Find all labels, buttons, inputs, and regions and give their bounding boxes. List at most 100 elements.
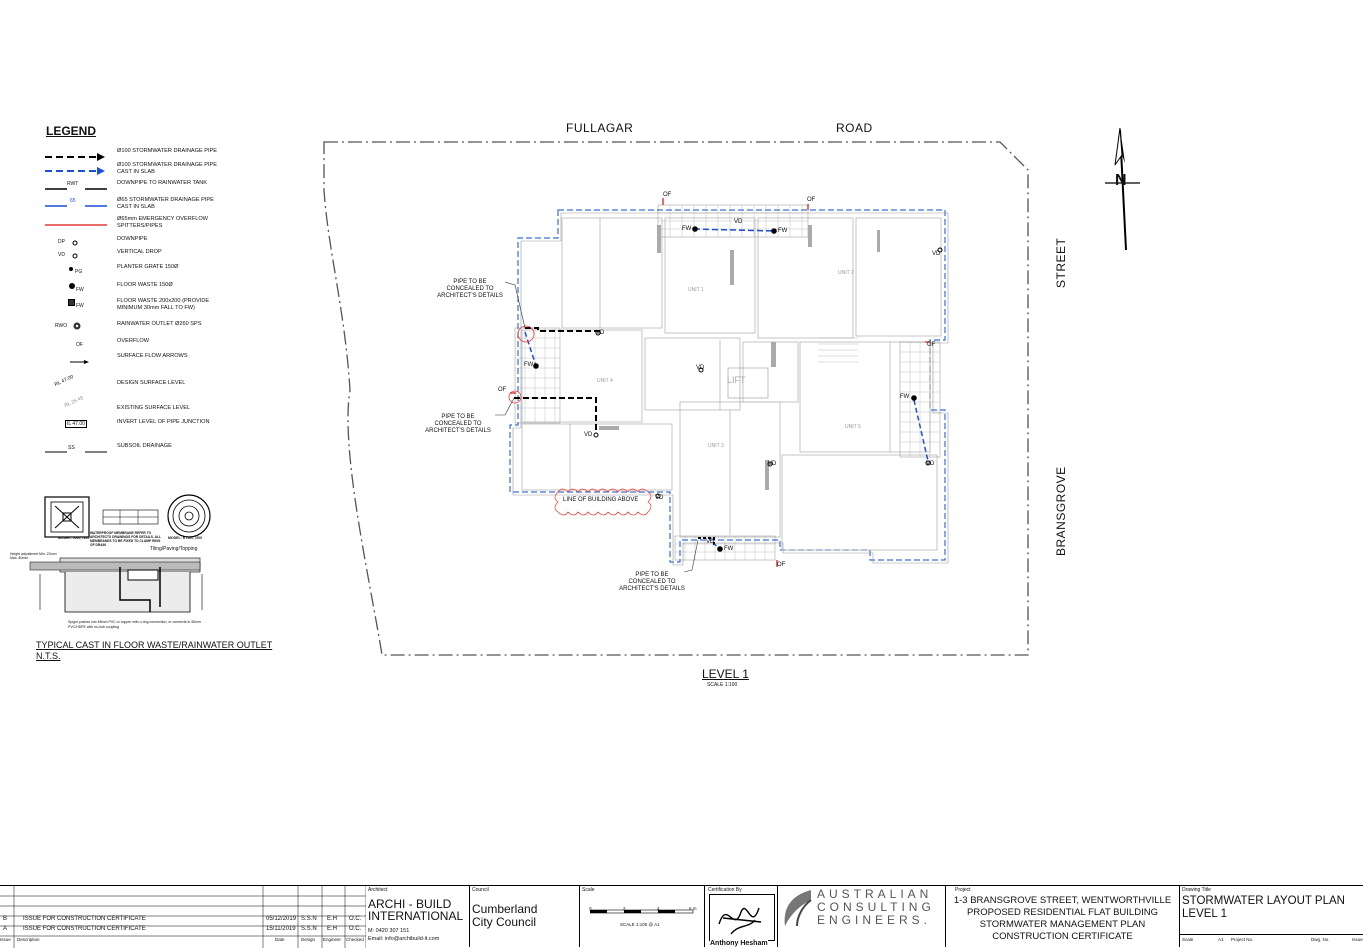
of-label: OF <box>807 197 816 203</box>
of-label: OF <box>498 387 507 393</box>
unit-label: UNIT 5 <box>845 424 861 430</box>
legend-item: VD VERTICAL DROP <box>40 249 270 267</box>
rainwater-outlet-icon <box>73 322 81 330</box>
height-note: Height adjustment Min. 22mm Max. 80mm <box>10 552 57 560</box>
rev-description: ISSUE FOR CONSTRUCTION CERTIFICATE <box>23 916 146 922</box>
firm-name: ENGINEERS. <box>817 913 932 927</box>
architect-name: ARCHI - BUILD <box>368 897 452 911</box>
legend-label: RAINWATER OUTLET Ø260 SPS <box>117 321 202 327</box>
legend-item: RL 25.45 EXISTING SURFACE LEVEL <box>40 395 270 423</box>
fw-label: FW <box>724 546 734 552</box>
legend-tag: FW <box>76 303 84 309</box>
street-name: FULLAGAR <box>566 121 634 135</box>
subsoil-line-icon <box>45 451 107 453</box>
north-arrow-icon <box>1105 127 1140 251</box>
pipe-note: PIPE TO BE CONCEALED TO ARCHITECT'S DETA… <box>619 572 685 592</box>
legend-label: FLOOR WASTE 200x200 (PROVIDE MINIMUM 30m… <box>117 298 210 311</box>
legend-item: Ø100 STORMWATER DRAINAGE PIPE CAST IN SL… <box>40 162 270 180</box>
scale-tick: 0 <box>589 906 592 911</box>
pipe-note: PIPE TO BE CONCEALED TO ARCHITECT'S DETA… <box>425 414 491 434</box>
legend-tag: VD <box>58 252 65 258</box>
legend-item: RL 47.00 DESIGN SURFACE LEVEL <box>40 374 270 398</box>
rev-date: 05/12/2019 <box>266 916 297 922</box>
architect-phone: M: 0420 307 151 <box>368 928 410 934</box>
legend-tag: OF <box>76 342 83 348</box>
model-label: MODEL: 0000_/200 <box>58 536 90 540</box>
drawing-title: STORMWATER LAYOUT PLAN <box>1182 895 1345 907</box>
building-above-label: LINE OF BUILDING ABOVE <box>563 497 639 503</box>
rev-header: Engineer <box>323 937 342 942</box>
of-label: OF <box>777 562 786 568</box>
footer-label: Project No. <box>1231 937 1254 942</box>
legend-tag: 65 <box>70 198 76 204</box>
legend-label: Ø65mm EMERGENCY OVERFLOW SPITTERS/PIPES <box>117 216 208 229</box>
drawing-title-label: Drawing Title <box>1182 887 1211 893</box>
rev-checked: O.C. <box>349 926 362 932</box>
detail-scale: N.T.S. <box>36 651 61 661</box>
membrane-note: WATERPROOF MEMBRANE REFER TO ARCHITECTS … <box>90 531 162 547</box>
rev-date: 15/11/2019 <box>266 926 296 932</box>
plan-title: LEVEL 1 <box>702 667 749 681</box>
planter-grate-icon <box>69 267 73 271</box>
project-lines: 1-3 BRANSGROVE STREET, WENTWORTHVILLE PR… <box>946 895 1179 943</box>
signature-icon <box>709 894 775 941</box>
firm-name: CONSULTING <box>817 900 935 914</box>
rev-engineer: E.H <box>327 926 338 932</box>
red-overflow-line-icon <box>45 224 107 226</box>
legend-item: 65 Ø65 STORMWATER DRAINAGE PIPE CAST IN … <box>40 197 270 215</box>
footer-label: Issue <box>1352 937 1363 942</box>
legend-tag: IL 47.00 <box>65 420 87 428</box>
model-label: MODEL: RT000_/200 <box>168 536 203 540</box>
fw-label: FW <box>682 226 692 232</box>
project-line: 1-3 BRANSGROVE STREET, WENTWORTHVILLE <box>953 895 1172 906</box>
fw-label: FW <box>900 394 910 400</box>
unit-label: UNIT 4 <box>597 378 613 384</box>
firm-logo-icon <box>784 890 812 927</box>
cert-name: Anthony Hesham <box>710 940 768 947</box>
architect-label: Architect <box>368 887 388 893</box>
project-label: Project <box>955 887 971 893</box>
legend-label: PLANTER GRATE 150Ø <box>117 264 179 270</box>
black-dashed-pipe-icon <box>45 153 105 161</box>
legend-label: EXISTING SURFACE LEVEL <box>117 405 191 411</box>
drawing-subtitle: LEVEL 1 <box>1182 908 1227 920</box>
legend-item: SURFACE FLOW ARROWS <box>40 353 270 371</box>
unit-label: UNIT 3 <box>708 443 724 449</box>
project-line: CONSTRUCTION CERTIFICATE <box>992 931 1133 942</box>
legend-label: Ø100 STORMWATER DRAINAGE PIPE <box>117 148 217 154</box>
vd-label: VD <box>696 365 705 371</box>
legend-tag: RWT <box>67 181 79 187</box>
legend-label: INVERT LEVEL OF PIPE JUNCTION <box>117 419 210 425</box>
rev-checked: O.C. <box>349 916 362 922</box>
revision-grid <box>0 886 366 948</box>
spigot-note: Spigot pushes into 65mm PVC or copper wi… <box>68 620 202 629</box>
architect-name: INTERNATIONAL <box>368 909 464 923</box>
rev-header: Date <box>275 937 285 942</box>
legend-tag: FW <box>76 287 84 293</box>
legend-tag: DP <box>58 239 65 245</box>
scale-caption: SCALE 1:100 @ A1 <box>620 922 660 927</box>
rev-header: Design <box>301 937 316 942</box>
vd-label: VD <box>734 219 743 225</box>
rev-header: Issue <box>0 937 11 942</box>
vertical-drop-icon <box>72 253 78 259</box>
blue-65-line-icon <box>45 205 107 207</box>
legend-item: RWO RAINWATER OUTLET Ø260 SPS <box>40 321 270 339</box>
rev-header: Description <box>17 937 40 942</box>
legend-item: FW FLOOR WASTE 150Ø <box>40 282 270 300</box>
scale-label: Scale <box>582 887 595 893</box>
legend-item: IL 47.00 INVERT LEVEL OF PIPE JUNCTION <box>40 419 270 437</box>
legend-tag: PG <box>75 269 83 275</box>
legend-label: DOWNPIPE <box>117 236 148 242</box>
legend-item: SS SUBSOIL DRAINAGE <box>40 443 270 461</box>
legend-item: Ø100 STORMWATER DRAINAGE PIPE <box>40 148 270 166</box>
cert-label: Certification By <box>708 887 742 893</box>
plan-drawing <box>323 141 1029 656</box>
vd-label: VD <box>932 251 941 257</box>
floor-waste-icon <box>69 283 75 289</box>
fw-label: FW <box>778 228 788 234</box>
council-name: City Council <box>472 915 537 929</box>
lift-label: LIFT <box>727 375 746 385</box>
rev-issue: B <box>3 916 8 922</box>
plan-scale: SCALE 1:100 <box>707 682 738 688</box>
